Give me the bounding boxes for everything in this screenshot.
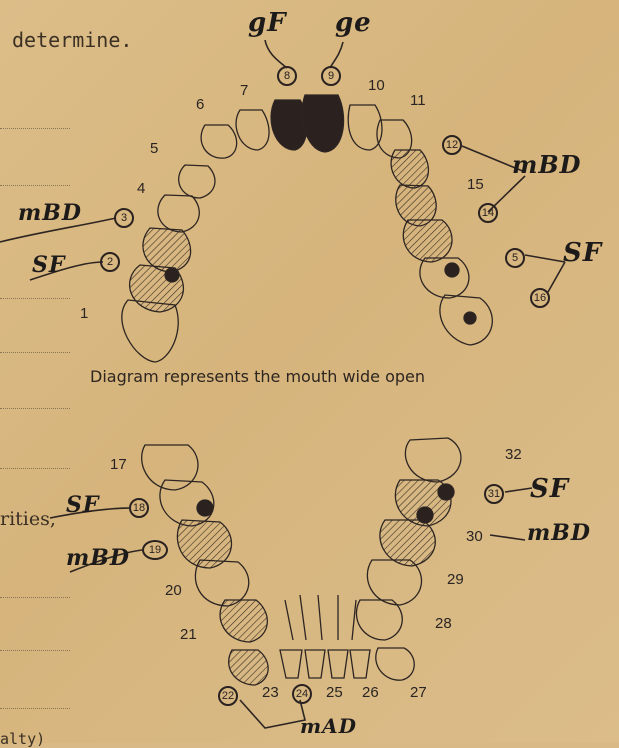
tooth-number: 5 xyxy=(150,140,158,157)
circled-tooth-number: 8 xyxy=(277,66,297,86)
annotation-mbd-upper-right: mBD xyxy=(512,150,582,179)
circled-tooth-number: 18 xyxy=(129,498,149,518)
circled-tooth-number: 16 xyxy=(530,288,550,308)
annotation-sf-lower-left: SF xyxy=(66,492,100,518)
circled-tooth-number: 22 xyxy=(218,686,238,706)
circled-tooth-number: 14 xyxy=(478,203,498,223)
tooth-number: 25 xyxy=(326,684,343,701)
annotation-sf-upper-right: SF xyxy=(563,238,602,268)
annotation-mbd-lower-right: mBD xyxy=(527,520,591,546)
annotation-mbd-lower-left: mBD xyxy=(66,545,130,571)
tooth-number: 26 xyxy=(362,684,379,701)
circled-tooth-number: 12 xyxy=(442,135,462,155)
upper-arch-right xyxy=(348,105,492,345)
annotation-mad-bottom: mAD xyxy=(300,714,357,738)
circled-tooth-number: 31 xyxy=(484,484,504,504)
annotation-sf-lower-right: SF xyxy=(530,474,569,504)
diagram-caption: Diagram represents the mouth wide open xyxy=(90,367,425,386)
tooth-number: 32 xyxy=(505,446,522,463)
circled-tooth-number: 9 xyxy=(321,66,341,86)
tooth-number: 11 xyxy=(410,92,426,109)
tooth-number: 4 xyxy=(137,180,145,197)
annotation-sf-upper-left: SF xyxy=(32,252,66,278)
lower-arch-left xyxy=(142,445,269,685)
circled-tooth-number: 24 xyxy=(292,684,312,704)
circled-tooth-number: 2 xyxy=(100,252,120,272)
tooth-number: 10 xyxy=(368,77,385,94)
tooth-number: 20 xyxy=(165,582,182,599)
tooth-number: 21 xyxy=(180,626,197,643)
tooth-number: 28 xyxy=(435,615,452,632)
tooth-number: 7 xyxy=(240,82,248,99)
tooth-number: 1 xyxy=(80,305,88,322)
tooth-number: 6 xyxy=(196,96,204,113)
tooth-number: 27 xyxy=(410,684,427,701)
tooth-number: 23 xyxy=(262,684,279,701)
tooth-number: 29 xyxy=(447,571,464,588)
annotation-ge: ge xyxy=(335,8,372,38)
tooth-number: 30 xyxy=(466,528,483,545)
circled-tooth-number: 3 xyxy=(114,208,134,228)
annotation-mbd-upper-left: mBD xyxy=(18,200,82,226)
tooth-number: 15 xyxy=(467,176,484,193)
circled-tooth-number: 19 xyxy=(142,540,168,560)
annotation-gf: gF xyxy=(248,8,287,38)
tooth-number: 17 xyxy=(110,456,127,473)
upper-arch-left xyxy=(122,95,344,362)
circled-tooth-number: 5 xyxy=(505,248,525,268)
lower-arch-right xyxy=(356,438,461,680)
